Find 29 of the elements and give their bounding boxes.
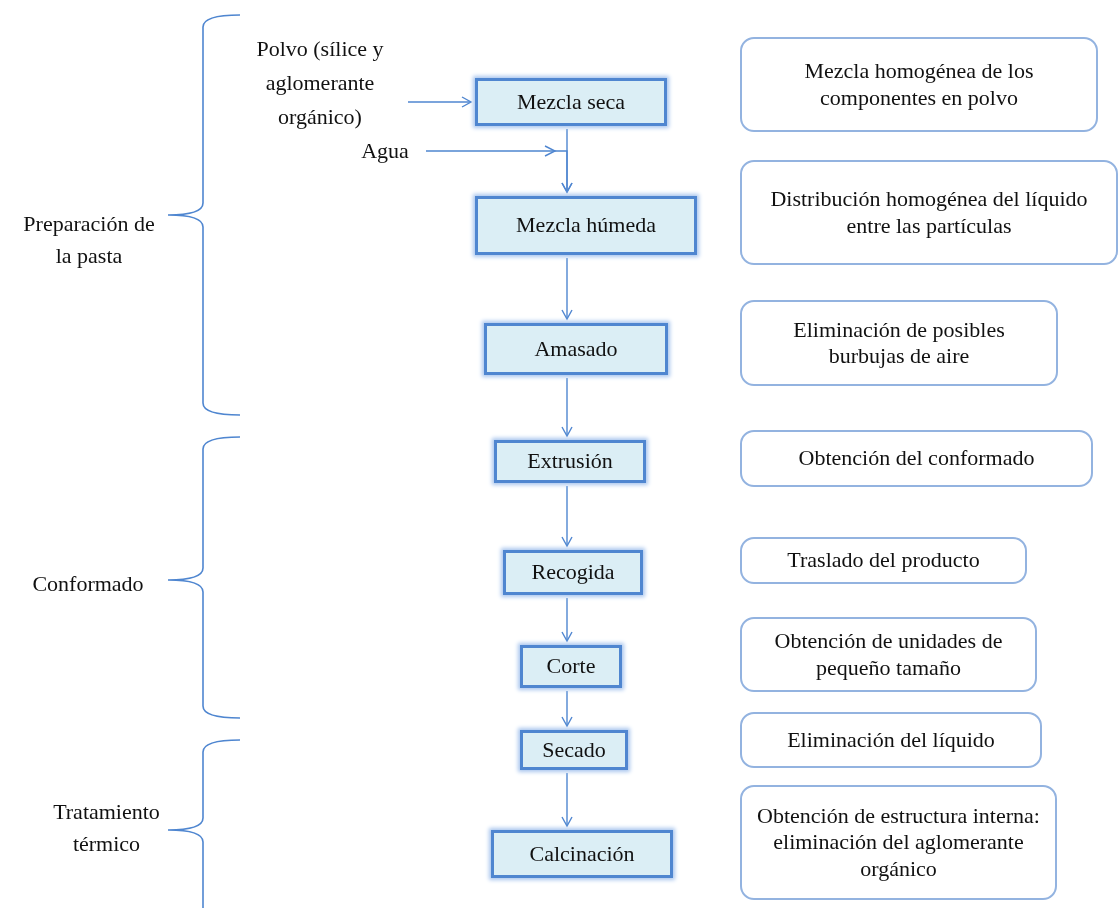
- arrow: [561, 128, 573, 193]
- stage-label: Conformado: [31, 570, 145, 598]
- arrow: [561, 485, 573, 547]
- description-box: Obtención del conformado: [740, 430, 1093, 487]
- input-label: Agua: [361, 136, 409, 165]
- description-box: Traslado del producto: [740, 537, 1027, 584]
- arrow: [407, 96, 472, 108]
- process-box: Calcinación: [491, 830, 673, 878]
- description-box: Eliminación de posibles burbujas de aire: [740, 300, 1058, 386]
- process-box: Mezcla seca: [475, 78, 667, 126]
- description-box: Distribución homogénea del líquido entre las partículas: [740, 160, 1118, 265]
- arrow: [561, 597, 573, 642]
- arrow: [561, 377, 573, 437]
- process-box: Corte: [520, 645, 622, 688]
- process-box: Recogida: [503, 550, 643, 595]
- arrow: [561, 257, 573, 320]
- process-box: Mezcla húmeda: [475, 196, 697, 255]
- process-box: Secado: [520, 730, 628, 770]
- process-box: Extrusión: [494, 440, 646, 483]
- input-label: Polvo (sílice y aglomerante orgánico): [255, 34, 385, 132]
- stage-label: Preparación de la pasta: [22, 210, 156, 270]
- description-box: Eliminación del líquido: [740, 712, 1042, 768]
- arrow: [561, 772, 573, 827]
- description-box: Obtención de unidades de pequeño tamaño: [740, 617, 1037, 692]
- description-box: Mezcla homogénea de los componentes en polvo: [740, 37, 1098, 132]
- arrow: [561, 690, 573, 727]
- description-box: Obtención de estructura interna: eliminación del aglomerante orgánico: [740, 785, 1057, 900]
- stage-label: Tratamiento térmico: [52, 798, 161, 858]
- process-box: Amasado: [484, 323, 668, 375]
